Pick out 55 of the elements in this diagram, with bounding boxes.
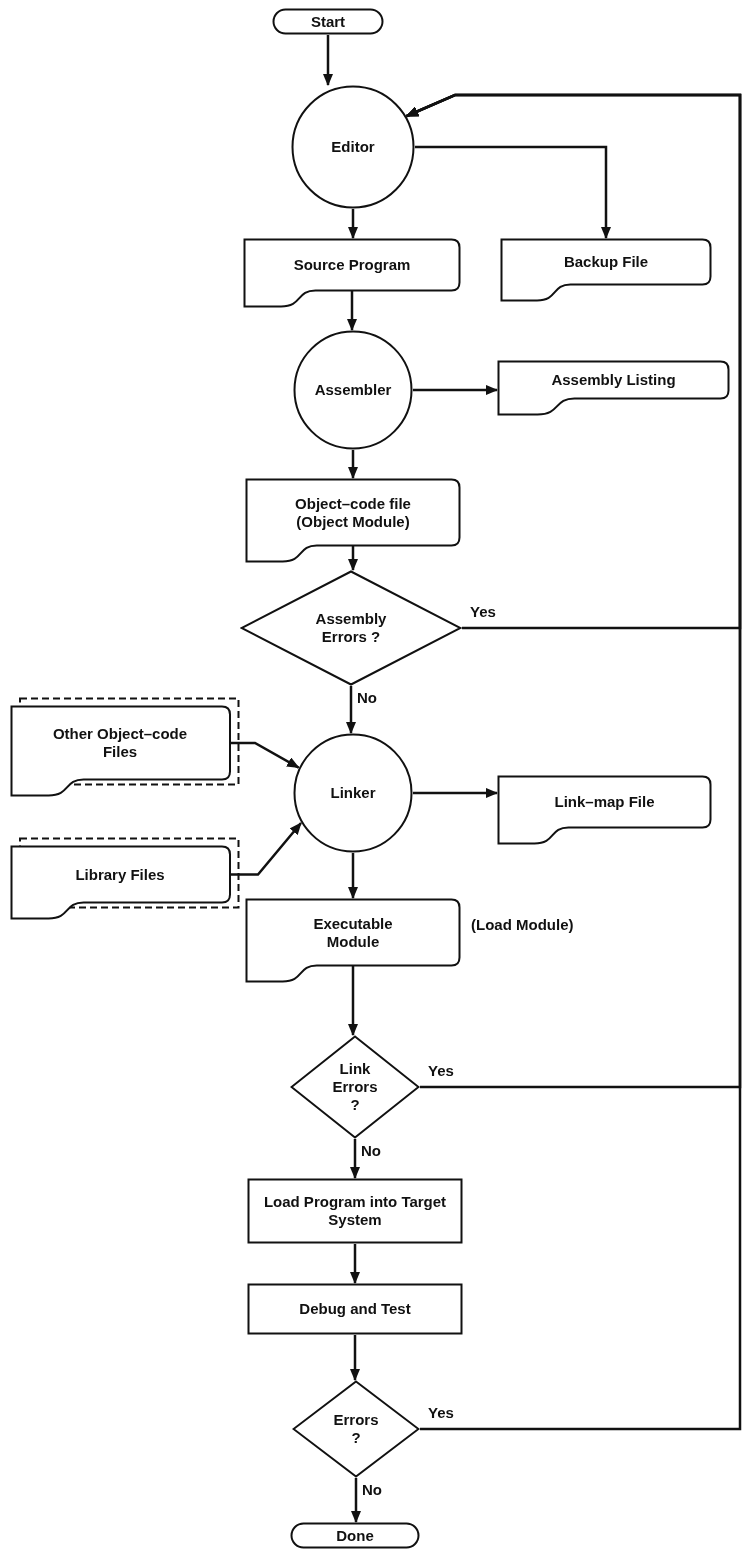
document-shape bbox=[245, 478, 461, 563]
document-shape bbox=[243, 238, 461, 308]
process-circle bbox=[293, 733, 413, 853]
arrow bbox=[405, 93, 742, 1431]
arrow bbox=[349, 1335, 361, 1382]
node-label: Library Files bbox=[75, 865, 165, 884]
annotation-text: (Load Module) bbox=[471, 916, 574, 933]
arrow bbox=[413, 787, 499, 799]
arrow bbox=[230, 741, 300, 769]
terminal-shape bbox=[272, 8, 384, 35]
arrow bbox=[415, 145, 612, 240]
node-label: Done bbox=[336, 1526, 374, 1545]
process-box bbox=[247, 1178, 463, 1244]
arrow bbox=[230, 822, 302, 876]
arrow bbox=[322, 35, 334, 87]
document-shape bbox=[500, 238, 712, 302]
arrow bbox=[347, 546, 359, 572]
node-label: Assembly Listing bbox=[551, 371, 676, 389]
node-label: Assembly Errors ? bbox=[315, 610, 387, 646]
arrow bbox=[347, 209, 359, 240]
process-circle bbox=[293, 330, 413, 450]
process-circle bbox=[291, 85, 415, 209]
process-box bbox=[247, 1283, 463, 1335]
arrow bbox=[347, 853, 359, 900]
arrow bbox=[350, 1478, 362, 1524]
node-label: Link Errors ? bbox=[332, 1060, 378, 1114]
decision-diamond bbox=[290, 1035, 420, 1139]
arrow bbox=[345, 686, 357, 735]
node-label: Source Program bbox=[293, 256, 411, 274]
decision-diamond bbox=[240, 570, 462, 686]
node-label: Debug and Test bbox=[299, 1300, 411, 1318]
stacked-document-shape bbox=[10, 697, 240, 797]
node-label: Executable Module bbox=[312, 914, 394, 951]
node-label: Start bbox=[310, 12, 346, 31]
node-label: Editor bbox=[331, 138, 375, 156]
arrow bbox=[347, 966, 359, 1037]
node-label: Load Program into Target System bbox=[262, 1193, 448, 1229]
node-label: Link–map File bbox=[554, 793, 655, 811]
document-shape bbox=[497, 775, 712, 845]
document-shape bbox=[497, 360, 730, 416]
terminal-shape bbox=[290, 1522, 420, 1549]
arrow bbox=[413, 384, 499, 396]
node-label: Assembler bbox=[314, 381, 392, 399]
node-label: Errors ? bbox=[333, 1411, 379, 1447]
arrow bbox=[349, 1139, 361, 1180]
arrow bbox=[347, 450, 359, 480]
arrow bbox=[346, 291, 358, 332]
node-label: Other Object–code Files bbox=[51, 725, 189, 761]
node-label: Linker bbox=[330, 784, 376, 802]
decision-diamond bbox=[292, 1380, 420, 1478]
arrow bbox=[349, 1244, 361, 1285]
document-shape bbox=[245, 898, 461, 983]
node-label: Backup File bbox=[563, 253, 649, 271]
node-label: Object–code file (Object Module) bbox=[294, 494, 412, 531]
stacked-document-shape bbox=[10, 837, 240, 920]
